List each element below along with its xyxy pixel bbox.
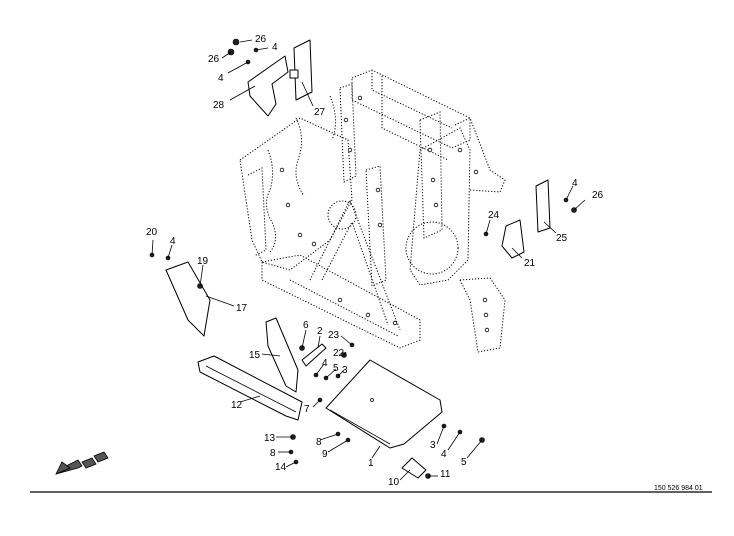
- callout-4: 4: [272, 42, 278, 53]
- callout-1: 1: [368, 458, 374, 469]
- leader-lines: [151, 39, 586, 481]
- callout-10: 10: [388, 477, 400, 488]
- callout-27: 27: [314, 107, 326, 118]
- callout-20: 20: [146, 227, 158, 238]
- callout-3: 3: [430, 440, 436, 451]
- part-12-rail: [197, 355, 303, 421]
- callout-26: 26: [208, 54, 220, 65]
- callout-26: 26: [255, 34, 267, 45]
- callout-4: 4: [218, 73, 224, 84]
- callout-6: 6: [303, 320, 309, 331]
- top-fasteners: [227, 38, 259, 65]
- callout-15: 15: [249, 350, 261, 361]
- callout-8: 8: [316, 437, 322, 448]
- part-10-clip: [401, 457, 427, 479]
- drawing-number: 150 526 984 01: [654, 485, 703, 492]
- part-17-shield: [165, 261, 211, 337]
- callout-26: 26: [592, 190, 604, 201]
- part-2-strap: [301, 343, 327, 367]
- callout-22: 22: [333, 348, 345, 359]
- frame-holes: [279, 95, 490, 333]
- callout-4: 4: [441, 449, 447, 460]
- callout-17: 17: [236, 303, 248, 314]
- callout-21: 21: [524, 258, 536, 269]
- callout-24: 24: [488, 210, 500, 221]
- callout-5: 5: [333, 363, 339, 374]
- callout-13: 13: [264, 433, 276, 444]
- main-frame: [239, 69, 506, 353]
- direction-arrow: [55, 451, 109, 475]
- callout-4: 4: [572, 178, 578, 189]
- part-27-bracket: [289, 39, 313, 101]
- callout-11: 11: [440, 469, 451, 480]
- callout-5: 5: [461, 457, 467, 468]
- part-21-bracket: [501, 219, 525, 259]
- callout-2: 2: [317, 326, 323, 337]
- part-1-plate: [325, 359, 443, 449]
- callout-8: 8: [270, 448, 276, 459]
- part-15-plate: [265, 317, 299, 393]
- part-28-shield: [247, 55, 289, 117]
- callout-labels: 26 26 4 4 28 27 4 26 24 25 21 20 4 19 17…: [146, 34, 604, 488]
- callout-12: 12: [231, 400, 243, 411]
- callout-28: 28: [213, 100, 225, 111]
- callout-19: 19: [197, 256, 209, 267]
- callout-23: 23: [328, 330, 340, 341]
- callout-3: 3: [342, 365, 348, 376]
- callout-9: 9: [322, 449, 328, 460]
- callout-4: 4: [322, 358, 328, 369]
- callout-25: 25: [556, 233, 568, 244]
- callout-4: 4: [170, 236, 176, 247]
- callout-7: 7: [304, 404, 310, 415]
- callout-14: 14: [275, 462, 287, 473]
- part-25-bracket: [535, 179, 551, 233]
